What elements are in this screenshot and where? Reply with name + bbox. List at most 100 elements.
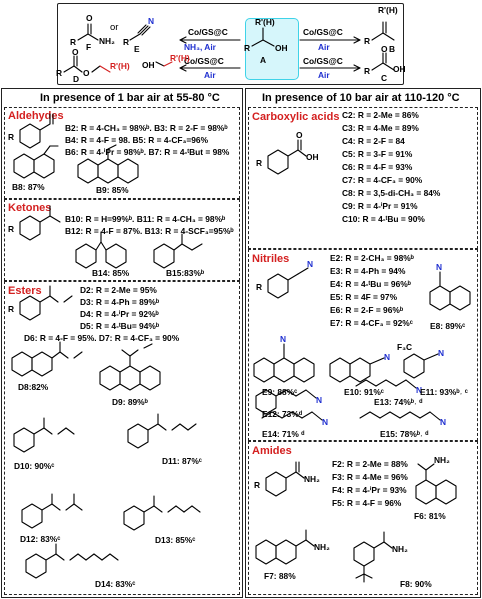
nitrile-e10-n: N	[384, 352, 391, 362]
right-panel	[245, 88, 481, 598]
nitrile-e13-n: N	[416, 385, 423, 395]
ketones-line-2: B12: R = 4-F = 87%. B13: R = 4-SCF₃=95%ᵇ	[65, 226, 234, 236]
amide-f8: F8: 90%	[400, 579, 432, 589]
nitriles-line-3: E4: R = 4-ᵗBu = 96%ᵇ	[330, 279, 411, 289]
scheme-box	[57, 3, 404, 85]
scheme-cat-c: Co/GS@C	[303, 56, 343, 66]
nitriles-line-2: E3: R = 4-Ph = 94%	[330, 266, 406, 276]
amides-line-1: F2: R = 2-Me = 88%	[332, 459, 408, 469]
acids-line-9: C10: R = 4-ᵗBu = 90%	[342, 214, 425, 224]
acids-line-5: C6: R = 4-F = 93%	[342, 162, 413, 172]
acids-line-7: C8: R = 3,5-di-CH₃ = 84%	[342, 188, 441, 198]
scheme-cat-b: Co/GS@C	[303, 27, 343, 37]
ester-d8: D8:82%	[18, 382, 49, 392]
esters-line-4: D5: R = 4-ᵗBu= 94%ᵇ	[80, 321, 160, 331]
aldehydes-box	[4, 107, 240, 199]
nitriles-box	[248, 249, 478, 441]
nitrile-e14-n: N	[322, 417, 329, 427]
aldehyde-b9: B9: 85%	[96, 185, 129, 195]
substrate-highlight	[245, 18, 299, 80]
acids-line-2: C3: R = 4-Me = 89%	[342, 123, 419, 133]
scheme-a-r: R	[244, 43, 251, 53]
scheme-d-r: R	[56, 68, 63, 78]
nitrile-e12-n: N	[316, 395, 323, 405]
esters-heading: Esters	[8, 285, 42, 297]
amides-line-4: F5: R = 4-F = 96%	[332, 498, 402, 508]
acid-oh: OH	[306, 152, 319, 162]
nitriles-line-4: E5: R = 4F = 97%	[330, 292, 398, 302]
scheme-f-o: O	[86, 13, 93, 23]
scheme-d-rprime: R'(H)	[110, 61, 130, 71]
amide-f7-nh2: NH₂	[314, 542, 330, 552]
acids-line-6: C7: R = 4-CF₃ = 90%	[342, 175, 423, 185]
scheme-d-letter: D	[73, 74, 80, 84]
ketone-b14: B14: 85%	[92, 268, 130, 278]
nitrile-e13: E13: 74%ᵇ˒ ᵈ	[374, 397, 423, 407]
nitriles-line-1: E2: R = 2-CH₃ = 98%ᵇ	[330, 253, 414, 263]
amide-r: R	[254, 480, 261, 490]
scheme-f-nh2: NH₂	[99, 36, 115, 46]
amides-line-2: F3: R = 4-Me = 96%	[332, 472, 408, 482]
ketones-line-1: B10: R = H=99%ᵇ. B11: R = 4-CH₃ = 98%ᵇ	[65, 214, 226, 224]
nitrile-e15-n: N	[440, 417, 447, 427]
nitrile-e9: E9: 88%ᶜ	[262, 387, 298, 397]
scheme-cat-e: Co/GS@C	[188, 27, 228, 37]
nitrile-n: N	[307, 259, 314, 269]
ester-d10: D10: 90%ᶜ	[14, 461, 55, 471]
scheme-alc-oh: OH	[142, 60, 155, 70]
scheme-b-r: R	[364, 36, 371, 46]
scheme-e-letter: E	[134, 44, 140, 54]
ester-d12: D12: 83%ᶜ	[20, 534, 61, 544]
amides-heading: Amides	[252, 445, 292, 457]
nitrile-e11: E11: 93%ᵇ˒ ᶜ	[420, 387, 468, 397]
scheme-b-rprime: R'(H)	[378, 5, 398, 15]
scheme-f-letter: F	[86, 42, 92, 52]
aldehydes-line-3: B6: R = 4-ⁱPr = 98%ᵇ. B7: R = 4-ᵗBut = 9…	[65, 147, 230, 157]
scheme-e-n: N	[148, 16, 155, 26]
nitriles-line-6: E7: R = 4-CF₃ = 92%ᶜ	[330, 318, 413, 328]
acids-heading: Carboxylic acids	[252, 111, 340, 123]
aldehydes-line-2: B4: R = 4-F = 98. B5: R = 4-CF₃=96%	[65, 135, 209, 145]
scheme-cond-d: Air	[204, 70, 216, 80]
esters-line-2: D3: R = 4-Ph = 89%ᵇ	[80, 297, 160, 307]
ketones-heading: Ketones	[8, 202, 52, 214]
scheme-d-o1: O	[72, 47, 79, 57]
scheme-c-oh: OH	[393, 64, 406, 74]
ester-r: R	[8, 304, 15, 314]
scheme-a-oh: OH	[275, 43, 288, 53]
left-panel	[1, 88, 243, 598]
acids-line-4: C5: R = 3-F = 91%	[342, 149, 413, 159]
amide-f7: F7: 88%	[264, 571, 296, 581]
scheme-alc-rprime: R'(H)	[170, 53, 190, 63]
scheme-f-r: R	[70, 37, 77, 47]
scheme-or: or	[110, 22, 119, 33]
nitrile-e10: E10: 91%ᶜ	[344, 387, 384, 397]
acids-line-3: C4: R = 2-F = 84	[342, 136, 405, 146]
scheme-e-r: R	[123, 37, 130, 47]
scheme-cat-d: Co/GS@C	[184, 56, 224, 66]
nitrile-e12: E12: 73%ᵈ	[262, 409, 303, 419]
amide-nh2: NH₂	[304, 474, 320, 484]
ester-d11: D11: 87%ᶜ	[162, 456, 202, 466]
esters-line-5: D6: R = 4-F = 95%. D7: R = 4-CF₃ = 90%	[24, 333, 180, 343]
ester-d13: D13: 85%ᶜ	[155, 535, 196, 545]
esters-line-1: D2: R = 2-Me = 95%	[80, 285, 157, 295]
amides-line-3: F4: R = 4-ⁱPr = 93%	[332, 485, 407, 495]
nitriles-line-5: E6: R = 2-F = 96%ᵇ	[330, 305, 404, 315]
aldehyde-b8: B8: 87%	[12, 182, 45, 192]
amides-box	[248, 441, 478, 595]
aldehydes-line-1: B2: R = 4-CH₃ = 98%ᵇ. B3: R = 2-F = 98%ᵇ	[65, 123, 228, 133]
scheme-d-o2: O	[83, 68, 90, 78]
ketone-b15: B15:83%ᵇ	[166, 268, 205, 278]
scheme-a-rprime: R'(H)	[255, 17, 275, 27]
ester-d9: D9: 89%ᵇ	[112, 397, 148, 407]
nitrile-e14: E14: 71% ᵈ	[262, 429, 305, 439]
nitrile-e8-n: N	[436, 262, 443, 272]
esters-box	[4, 281, 240, 595]
